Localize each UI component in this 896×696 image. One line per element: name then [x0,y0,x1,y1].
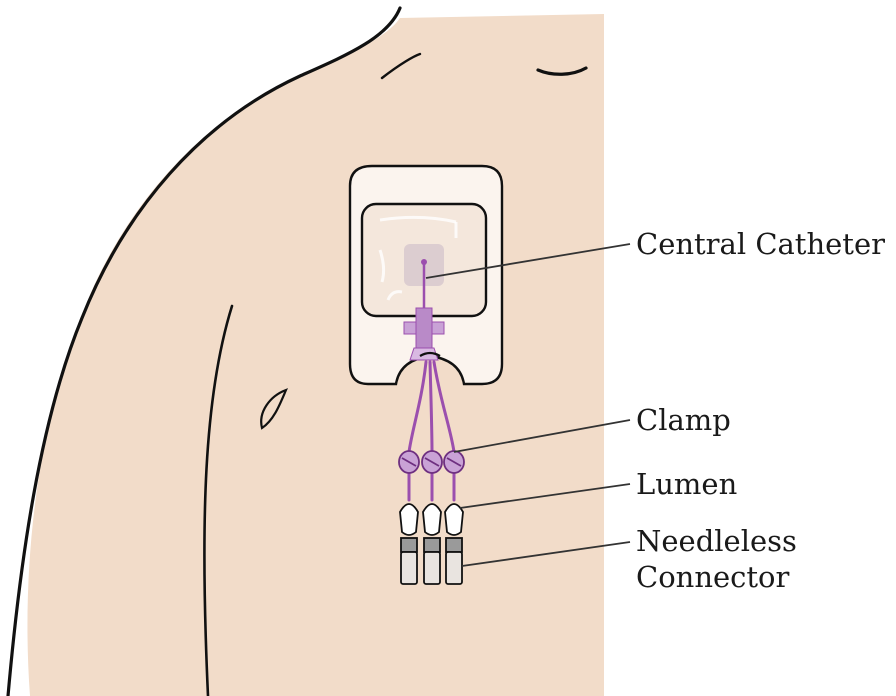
lumen-connectors [400,504,463,535]
label-needleless-line2: Connector [636,560,790,594]
skin-area [27,14,604,696]
label-lumen: Lumen [636,467,737,501]
label-central-catheter: Central Catheter [636,227,885,261]
clamps [399,451,464,473]
label-clamp: Clamp [636,403,731,437]
needleless-connectors [401,538,462,584]
label-needleless-line1: Needleless [636,524,797,558]
